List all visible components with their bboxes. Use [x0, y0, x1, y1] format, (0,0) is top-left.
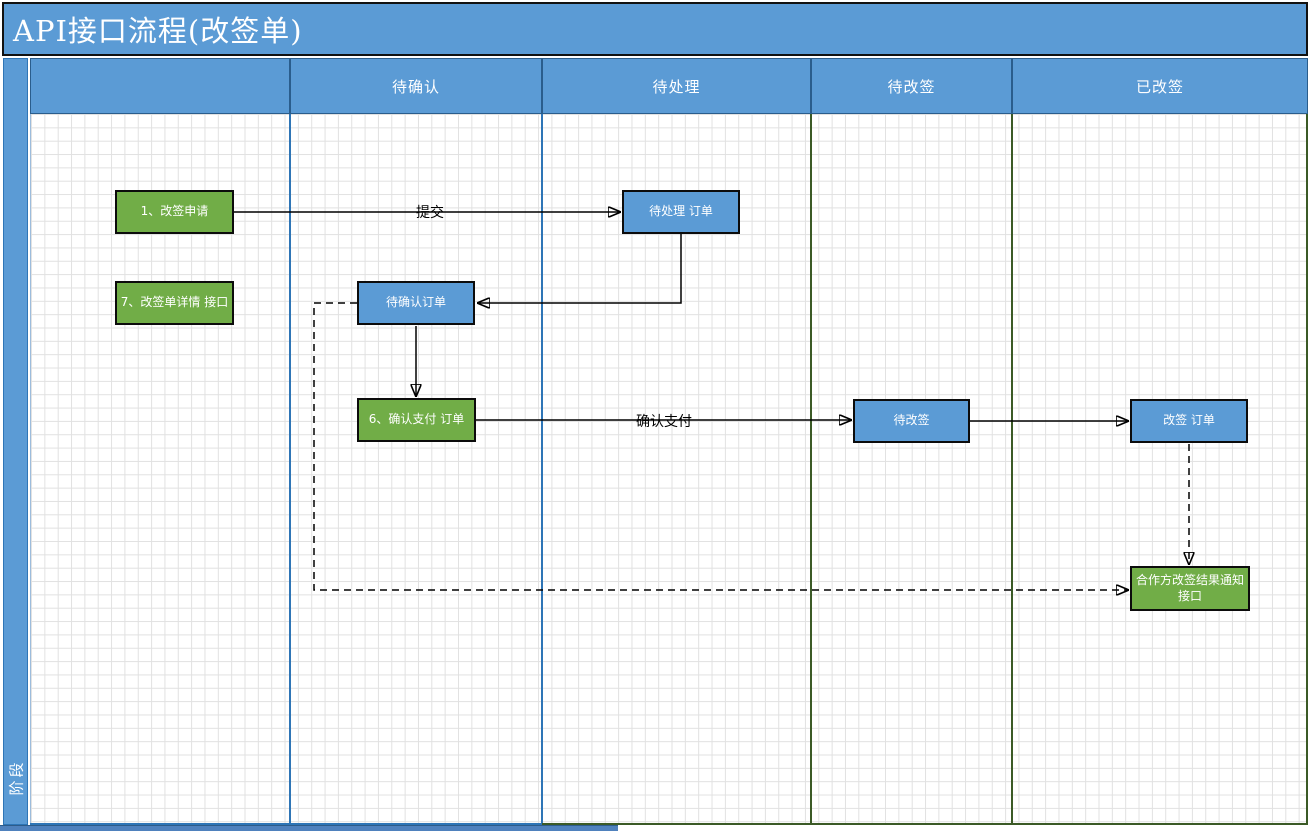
node-rebook-request[interactable]: 1、改签申请 — [115, 190, 234, 234]
lane-header-to-rebook: 待改签 — [811, 59, 1012, 113]
node-label: 改签 订单 — [1163, 413, 1215, 428]
edge-label-confirm-pay: 确认支付 — [636, 414, 692, 430]
node-order-to-confirm[interactable]: 待确认订单 — [357, 281, 475, 325]
lane-header-to-confirm: 待确认 — [290, 59, 542, 113]
node-partner-notify-api[interactable]: 合作方改签结果通知接口 — [1130, 566, 1250, 611]
node-order-pending[interactable]: 待处理 订单 — [622, 190, 740, 234]
node-rebook-waiting[interactable]: 待改签 — [853, 399, 970, 443]
lane-divider-3 — [810, 114, 812, 825]
lane-header-row: 待确认 待处理 待改签 已改签 — [30, 58, 1308, 114]
lane-header-label: 已改签 — [1135, 77, 1184, 96]
diagram-bottom-edge-green — [542, 823, 1308, 825]
edge-pending-to-confirm[interactable] — [477, 234, 682, 303]
lane-header-label: 待确认 — [391, 77, 440, 96]
node-label: 合作方改签结果通知接口 — [1135, 572, 1244, 603]
node-label: 6、确认支付 订单 — [368, 412, 465, 427]
node-label: 待确认订单 — [385, 295, 446, 310]
lane-header-label: 待改签 — [887, 77, 936, 96]
node-label: 待改签 — [893, 413, 930, 428]
edge-label-submit: 提交 — [416, 204, 444, 221]
diagram-bottom-edge-blue — [30, 823, 542, 825]
lane-divider-2 — [541, 114, 543, 825]
lane-divider-4 — [1011, 114, 1013, 825]
phase-strip: 阶段 — [3, 58, 28, 825]
lane-header-pending: 待处理 — [542, 59, 811, 113]
lane-header-rebooked: 已改签 — [1012, 59, 1308, 113]
node-label: 待处理 订单 — [649, 204, 713, 219]
node-label: 7、改签单详情 接口 — [120, 295, 229, 310]
node-label: 1、改签申请 — [140, 204, 209, 219]
node-confirm-pay-order[interactable]: 6、确认支付 订单 — [357, 398, 476, 442]
lane-header-label: 待处理 — [652, 77, 701, 96]
lane-divider-1 — [289, 114, 291, 825]
node-rebook-detail-api[interactable]: 7、改签单详情 接口 — [115, 281, 234, 325]
diagram-title: API接口流程(改签单) — [13, 14, 303, 48]
diagram-grid — [30, 114, 1308, 825]
edge-dashed-notify[interactable] — [313, 302, 1129, 590]
diagram-right-edge — [1306, 114, 1308, 825]
diagram-title-bar: API接口流程(改签单) — [2, 2, 1308, 56]
lane-header-blank — [30, 59, 290, 113]
node-rebook-order[interactable]: 改签 订单 — [1130, 399, 1248, 443]
bottom-scroll-strip[interactable] — [0, 825, 618, 831]
